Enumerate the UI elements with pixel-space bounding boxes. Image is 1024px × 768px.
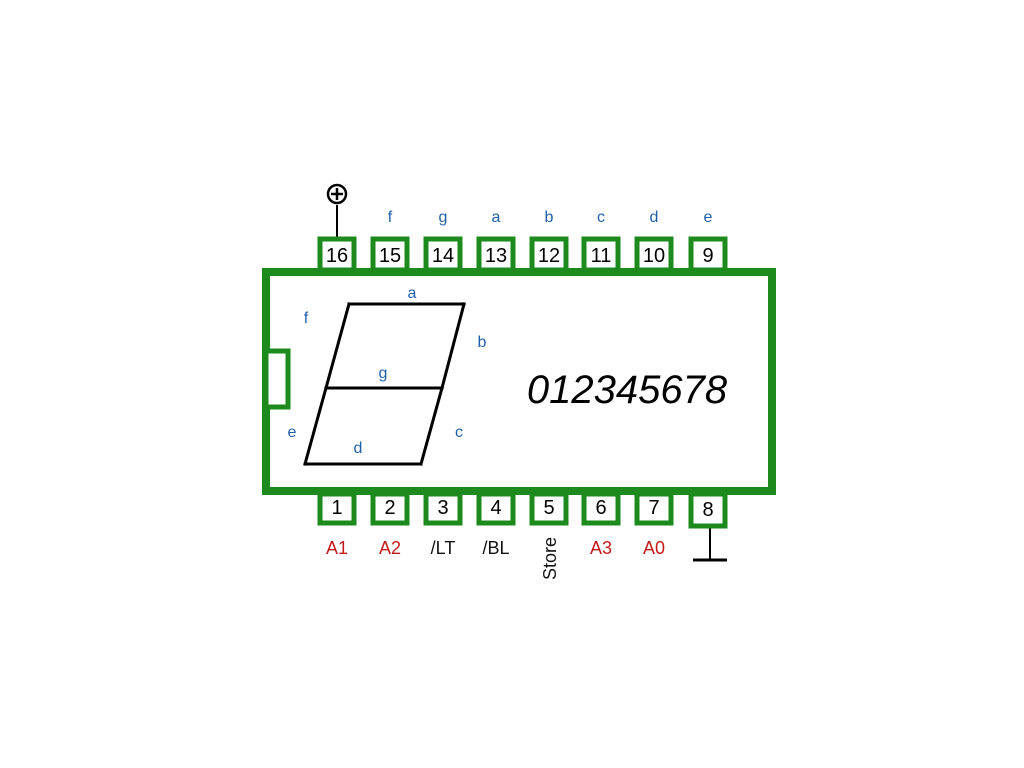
pin-box: [317, 236, 357, 273]
pin-number: 10: [643, 245, 665, 267]
pin-number: 7: [648, 497, 659, 519]
segment-e: [303, 386, 328, 466]
pin-16: 16: [317, 236, 357, 273]
segment-c: [419, 386, 444, 466]
pin-number: 11: [591, 245, 612, 267]
segment-label-a: a: [408, 285, 417, 302]
pin-box: [529, 236, 569, 273]
pin-box: [581, 491, 621, 526]
seven-segment-digit: [303, 302, 466, 466]
pin-box: [634, 491, 674, 526]
plus-circle-icon: [326, 183, 348, 238]
pin-box: [370, 236, 410, 273]
pin-14: 14 g: [423, 209, 463, 273]
ground-icon: [693, 528, 727, 562]
pin-10: 10 d: [634, 209, 674, 273]
pin-function-label: Store: [540, 537, 560, 580]
pin-9: 9e: [688, 209, 728, 273]
pin-box: [423, 491, 463, 526]
pin-number: 4: [490, 497, 501, 519]
pin-function-label: A3: [590, 538, 612, 558]
pin-segment-label: d: [650, 209, 659, 226]
pin-number: 6: [595, 497, 606, 519]
pin-number: 1: [331, 497, 342, 519]
pin-box: [423, 236, 463, 273]
segment-b: [440, 302, 466, 390]
pin-box: [476, 236, 516, 273]
pin-number: 8: [702, 499, 713, 521]
segment-label-f: f: [304, 310, 309, 327]
pin-box: [688, 491, 728, 529]
pin-function-label: A2: [379, 538, 401, 558]
pin-box: [476, 491, 516, 526]
pin-segment-label: a: [492, 209, 501, 226]
segment-label-g: g: [379, 365, 388, 382]
pin-11: 11 c: [581, 209, 621, 273]
pin-function-label: A1: [326, 538, 348, 558]
pin-2: 2A2: [370, 491, 410, 558]
pin-number: 14: [432, 245, 454, 267]
pin-box: [688, 236, 728, 273]
pin-box: [581, 236, 621, 273]
pin-6: 6A3: [581, 491, 621, 558]
pin-number: 15: [379, 245, 401, 267]
pin-number: 13: [485, 245, 507, 267]
pin-segment-label: e: [704, 209, 713, 226]
orientation-notch: [263, 348, 291, 410]
pin-number: 2: [384, 497, 395, 519]
pin-box: [317, 491, 357, 526]
pin-13: 13 a: [476, 209, 516, 273]
pin-function-label: A0: [643, 538, 665, 558]
segment-label-d: d: [354, 440, 363, 457]
pin-number: 3: [437, 497, 448, 519]
segment-f: [324, 302, 351, 390]
pin-function-label: /BL: [482, 538, 509, 558]
segment-label-e: e: [288, 424, 297, 441]
pin-number: 16: [326, 245, 348, 267]
pin-segment-label: b: [545, 209, 554, 226]
pin-15: 15 f: [370, 209, 410, 273]
segment-label-c: c: [455, 424, 463, 441]
pin-segment-label: g: [439, 209, 448, 226]
pin-number: 12: [538, 245, 560, 267]
pin-3: 3/LT: [423, 491, 463, 558]
pin-box: [634, 236, 674, 273]
pin-box: [370, 491, 410, 526]
pin-12: 12 b: [529, 209, 569, 273]
pin-box: [529, 491, 569, 526]
pin-8: 8: [688, 491, 728, 529]
pin-4: 4/BL: [476, 491, 516, 558]
segment-label-b: b: [478, 334, 487, 351]
pin-1: 1A1: [317, 491, 357, 558]
pin-function-label: /LT: [431, 538, 456, 558]
pin-number: 5: [543, 497, 554, 519]
pin-number: 9: [702, 245, 713, 267]
display-digits: 012345678: [527, 368, 728, 412]
pin-segment-label: f: [388, 209, 393, 226]
pin-7: 7A0: [634, 491, 674, 558]
pin-segment-label: c: [597, 209, 605, 226]
